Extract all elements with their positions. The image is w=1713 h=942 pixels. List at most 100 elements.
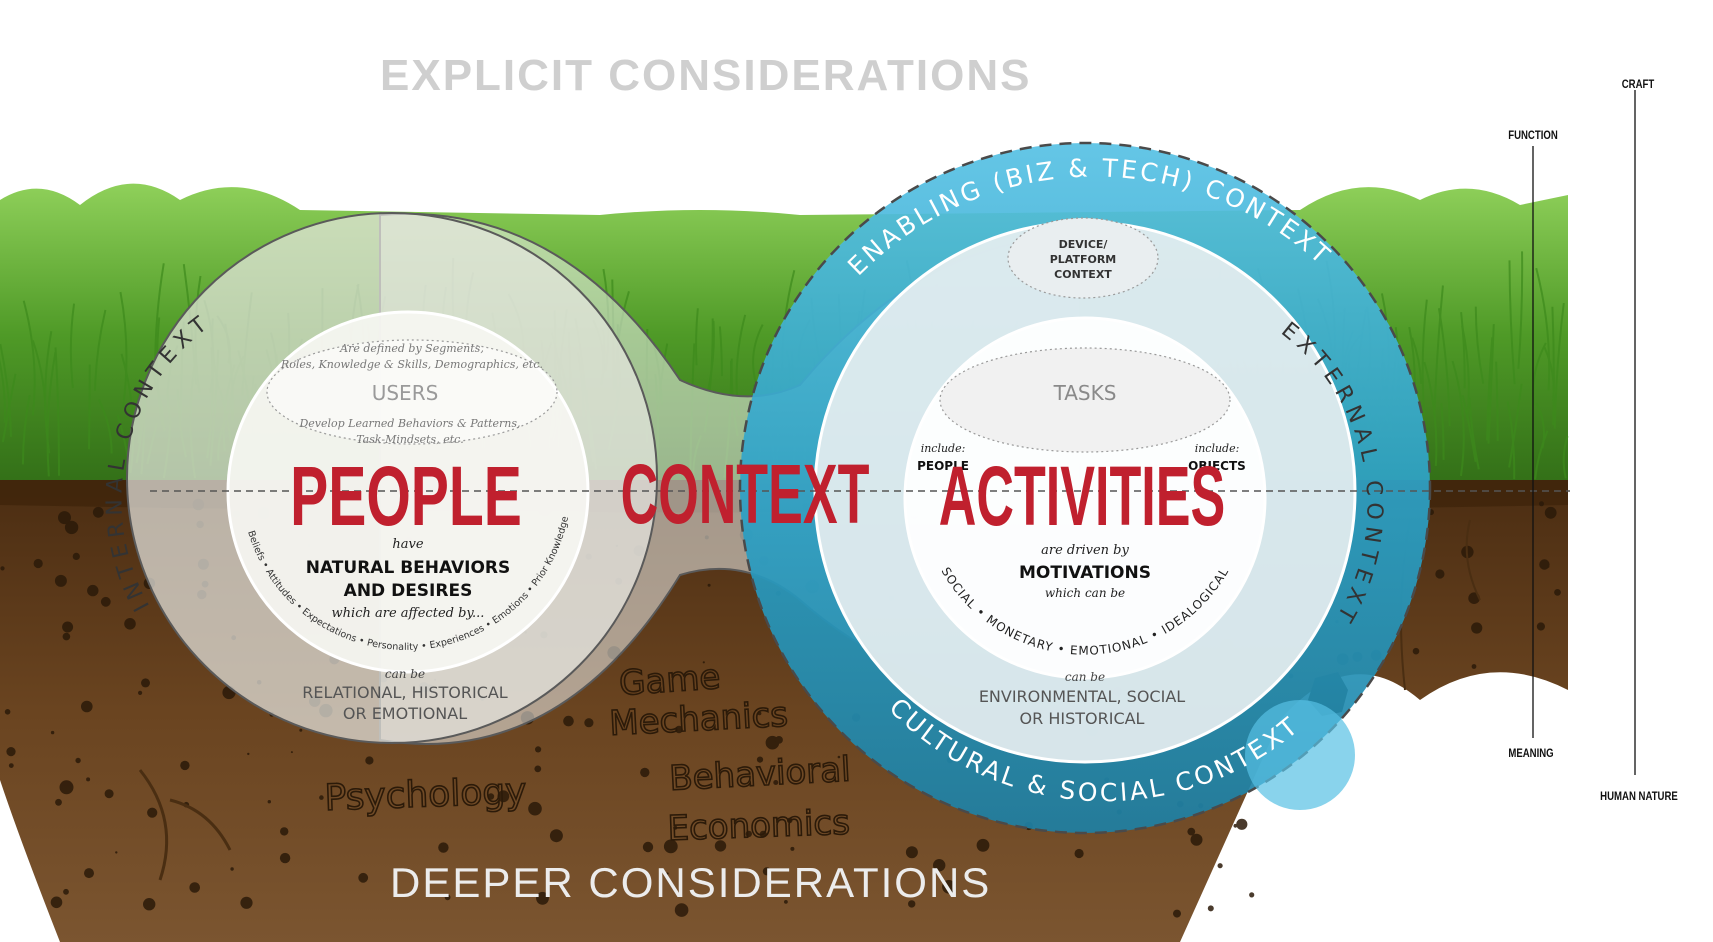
soil-pebble <box>643 842 653 852</box>
soil-pebble <box>775 736 783 744</box>
soil-pebble <box>9 763 14 768</box>
soil-pebble <box>240 897 252 909</box>
scale-craft: CRAFT <box>1622 78 1655 91</box>
soil-pebble <box>138 691 142 695</box>
soil-pebble <box>51 897 63 909</box>
context-title: CONTEXT <box>621 447 870 541</box>
soil-pebble <box>1539 501 1544 506</box>
soil-pebble <box>280 853 290 863</box>
grass-blade <box>89 364 90 449</box>
soil-pebble <box>906 846 918 858</box>
soil-pebble <box>280 827 288 835</box>
soil-pebble <box>1435 569 1444 578</box>
soil-pebble <box>438 842 448 852</box>
soil-pebble <box>291 751 293 753</box>
soil-pebble <box>268 800 271 803</box>
soil-pebble <box>1471 622 1482 633</box>
scale-meaning: MEANING <box>1508 747 1553 760</box>
activities-can-be: can be <box>1065 670 1105 684</box>
soil-pebble <box>1413 648 1420 655</box>
scale-function: FUNCTION <box>1508 129 1558 142</box>
soil-pebble <box>51 731 54 734</box>
soil-pebble <box>528 802 542 816</box>
soil-pebble <box>299 729 302 732</box>
soil-pebble <box>189 882 200 893</box>
soil-pebble <box>6 747 15 756</box>
soil-pebble <box>563 716 574 727</box>
soil-word-economics: Economics <box>667 803 851 849</box>
soil-pebble <box>63 633 71 641</box>
natural-behaviors-line-2: AND DESIRES <box>344 581 473 601</box>
deeper-considerations-heading: DEEPER CONSIDERATIONS <box>390 859 991 906</box>
soil-pebble <box>143 898 155 910</box>
soil-word-psychology: Psychology <box>324 771 527 819</box>
people-affected: which are affected by... <box>332 606 485 621</box>
people-kinds-line-2: OR EMOTIONAL <box>343 704 467 723</box>
soil-pebble <box>550 829 563 842</box>
soil-pebble <box>63 889 69 895</box>
soil-pebble <box>115 851 117 853</box>
soil-pebble <box>141 678 150 687</box>
soil-pebble <box>86 777 90 781</box>
soil-pebble <box>1236 819 1247 830</box>
soil-pebble <box>101 597 111 607</box>
users-develop-line-2: Task-Mindsets, etc. <box>356 433 464 446</box>
soil-pebble <box>1208 905 1214 911</box>
users-defined-line-1: Are defined by Segments, <box>339 342 484 355</box>
soil-pebble <box>1075 849 1084 858</box>
device-line-3: CONTEXT <box>1054 268 1112 281</box>
soil-pebble <box>0 566 4 570</box>
motivations-label: MOTIVATIONS <box>1019 563 1151 583</box>
soil-pebble <box>1191 834 1203 846</box>
soil-pebble <box>81 701 93 713</box>
soil-pebble <box>55 575 67 587</box>
soil-pebble <box>93 507 104 518</box>
device-line-2: PLATFORM <box>1050 253 1117 266</box>
soil-pebble <box>247 753 249 755</box>
soil-pebble <box>535 746 541 752</box>
tasks-label: TASKS <box>1053 381 1117 405</box>
soil-pebble <box>1173 910 1181 918</box>
soil-pebble <box>55 799 62 806</box>
explicit-considerations-heading: EXPLICIT CONSIDERATIONS <box>380 51 1031 100</box>
activities-kinds-line-1: ENVIRONMENTAL, SOCIAL <box>979 687 1185 706</box>
soil-pebble <box>1249 892 1254 897</box>
soil-pebble <box>1547 566 1549 568</box>
soil-pebble <box>60 780 74 794</box>
soil-pebble <box>534 766 541 773</box>
soil-pebble <box>790 847 794 851</box>
soil-pebble <box>708 584 711 587</box>
natural-behaviors-line-1: NATURAL BEHAVIORS <box>306 558 511 578</box>
soil-pebble <box>365 756 373 764</box>
soil-pebble <box>58 511 71 524</box>
soil-pebble <box>34 559 43 568</box>
soil-pebble <box>73 553 80 560</box>
soil-word-game: Game <box>618 657 722 704</box>
soil-pebble <box>180 761 189 770</box>
soil-pebble <box>1539 559 1549 569</box>
soil-pebble <box>84 868 94 878</box>
people-have: have <box>392 537 423 552</box>
scale-human-nature: HUMAN NATURE <box>1600 790 1678 803</box>
soil-pebble <box>584 718 593 727</box>
soil-pebble <box>62 622 73 633</box>
soil-pebble <box>358 873 368 883</box>
activities-which-can-be: which can be <box>1045 586 1125 600</box>
soil-pebble <box>977 839 990 852</box>
users-defined-line-2: Roles, Knowledge & Skills, Demographics,… <box>280 358 543 371</box>
soil-pebble <box>230 867 233 870</box>
soil-pebble <box>1472 664 1477 669</box>
soil-pebble <box>147 808 157 818</box>
activities-driven: are driven by <box>1041 543 1129 558</box>
soil-pebble <box>1545 507 1557 519</box>
soil-pebble <box>1554 589 1561 596</box>
activities-kinds-line-2: OR HISTORICAL <box>1020 709 1145 728</box>
soil-pebble <box>87 585 98 596</box>
people-can-be: can be <box>385 667 425 681</box>
soil-pebble <box>124 618 136 630</box>
soil-pebble <box>319 795 324 800</box>
people-kinds-line-1: RELATIONAL, HISTORICAL <box>302 683 508 702</box>
soil-pebble <box>5 709 11 715</box>
users-label: USERS <box>372 381 439 405</box>
people-title: PEOPLE <box>290 450 522 544</box>
